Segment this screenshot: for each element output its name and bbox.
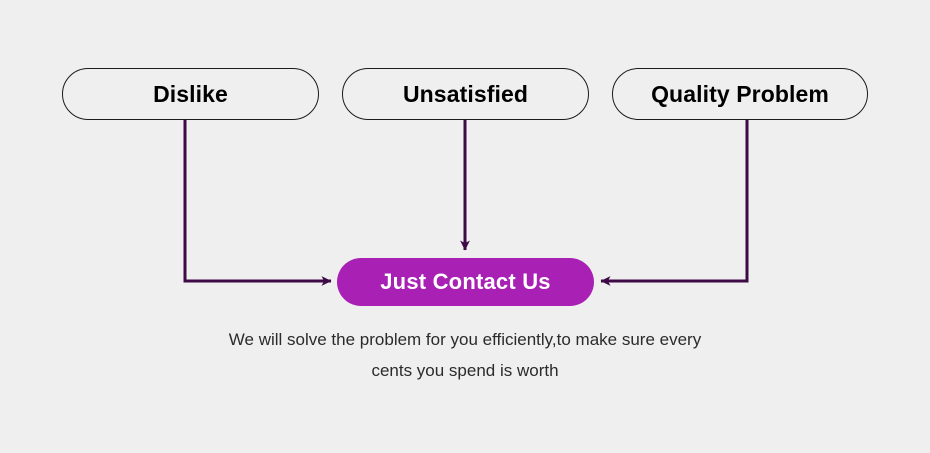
caption-line-1: We will solve the problem for you effici… [228, 330, 702, 349]
reason-pill-quality-problem[interactable]: Quality Problem [612, 68, 868, 120]
reason-label: Quality Problem [651, 80, 829, 107]
caption-line-2: cents you spend is worth [371, 361, 559, 380]
reason-label: Unsatisfied [402, 80, 529, 107]
support-promise-caption: We will solve the problem for you effici… [115, 324, 815, 386]
connector-dislike-to-cta [183, 119, 332, 286]
connector-quality-problem-to-cta [600, 119, 749, 286]
just-contact-us-button[interactable]: Just Contact Us [337, 258, 594, 306]
reason-pill-unsatisfied[interactable]: Unsatisfied [342, 68, 589, 120]
reason-pill-dislike[interactable]: Dislike [62, 68, 319, 120]
reason-label: Dislike [153, 80, 228, 107]
